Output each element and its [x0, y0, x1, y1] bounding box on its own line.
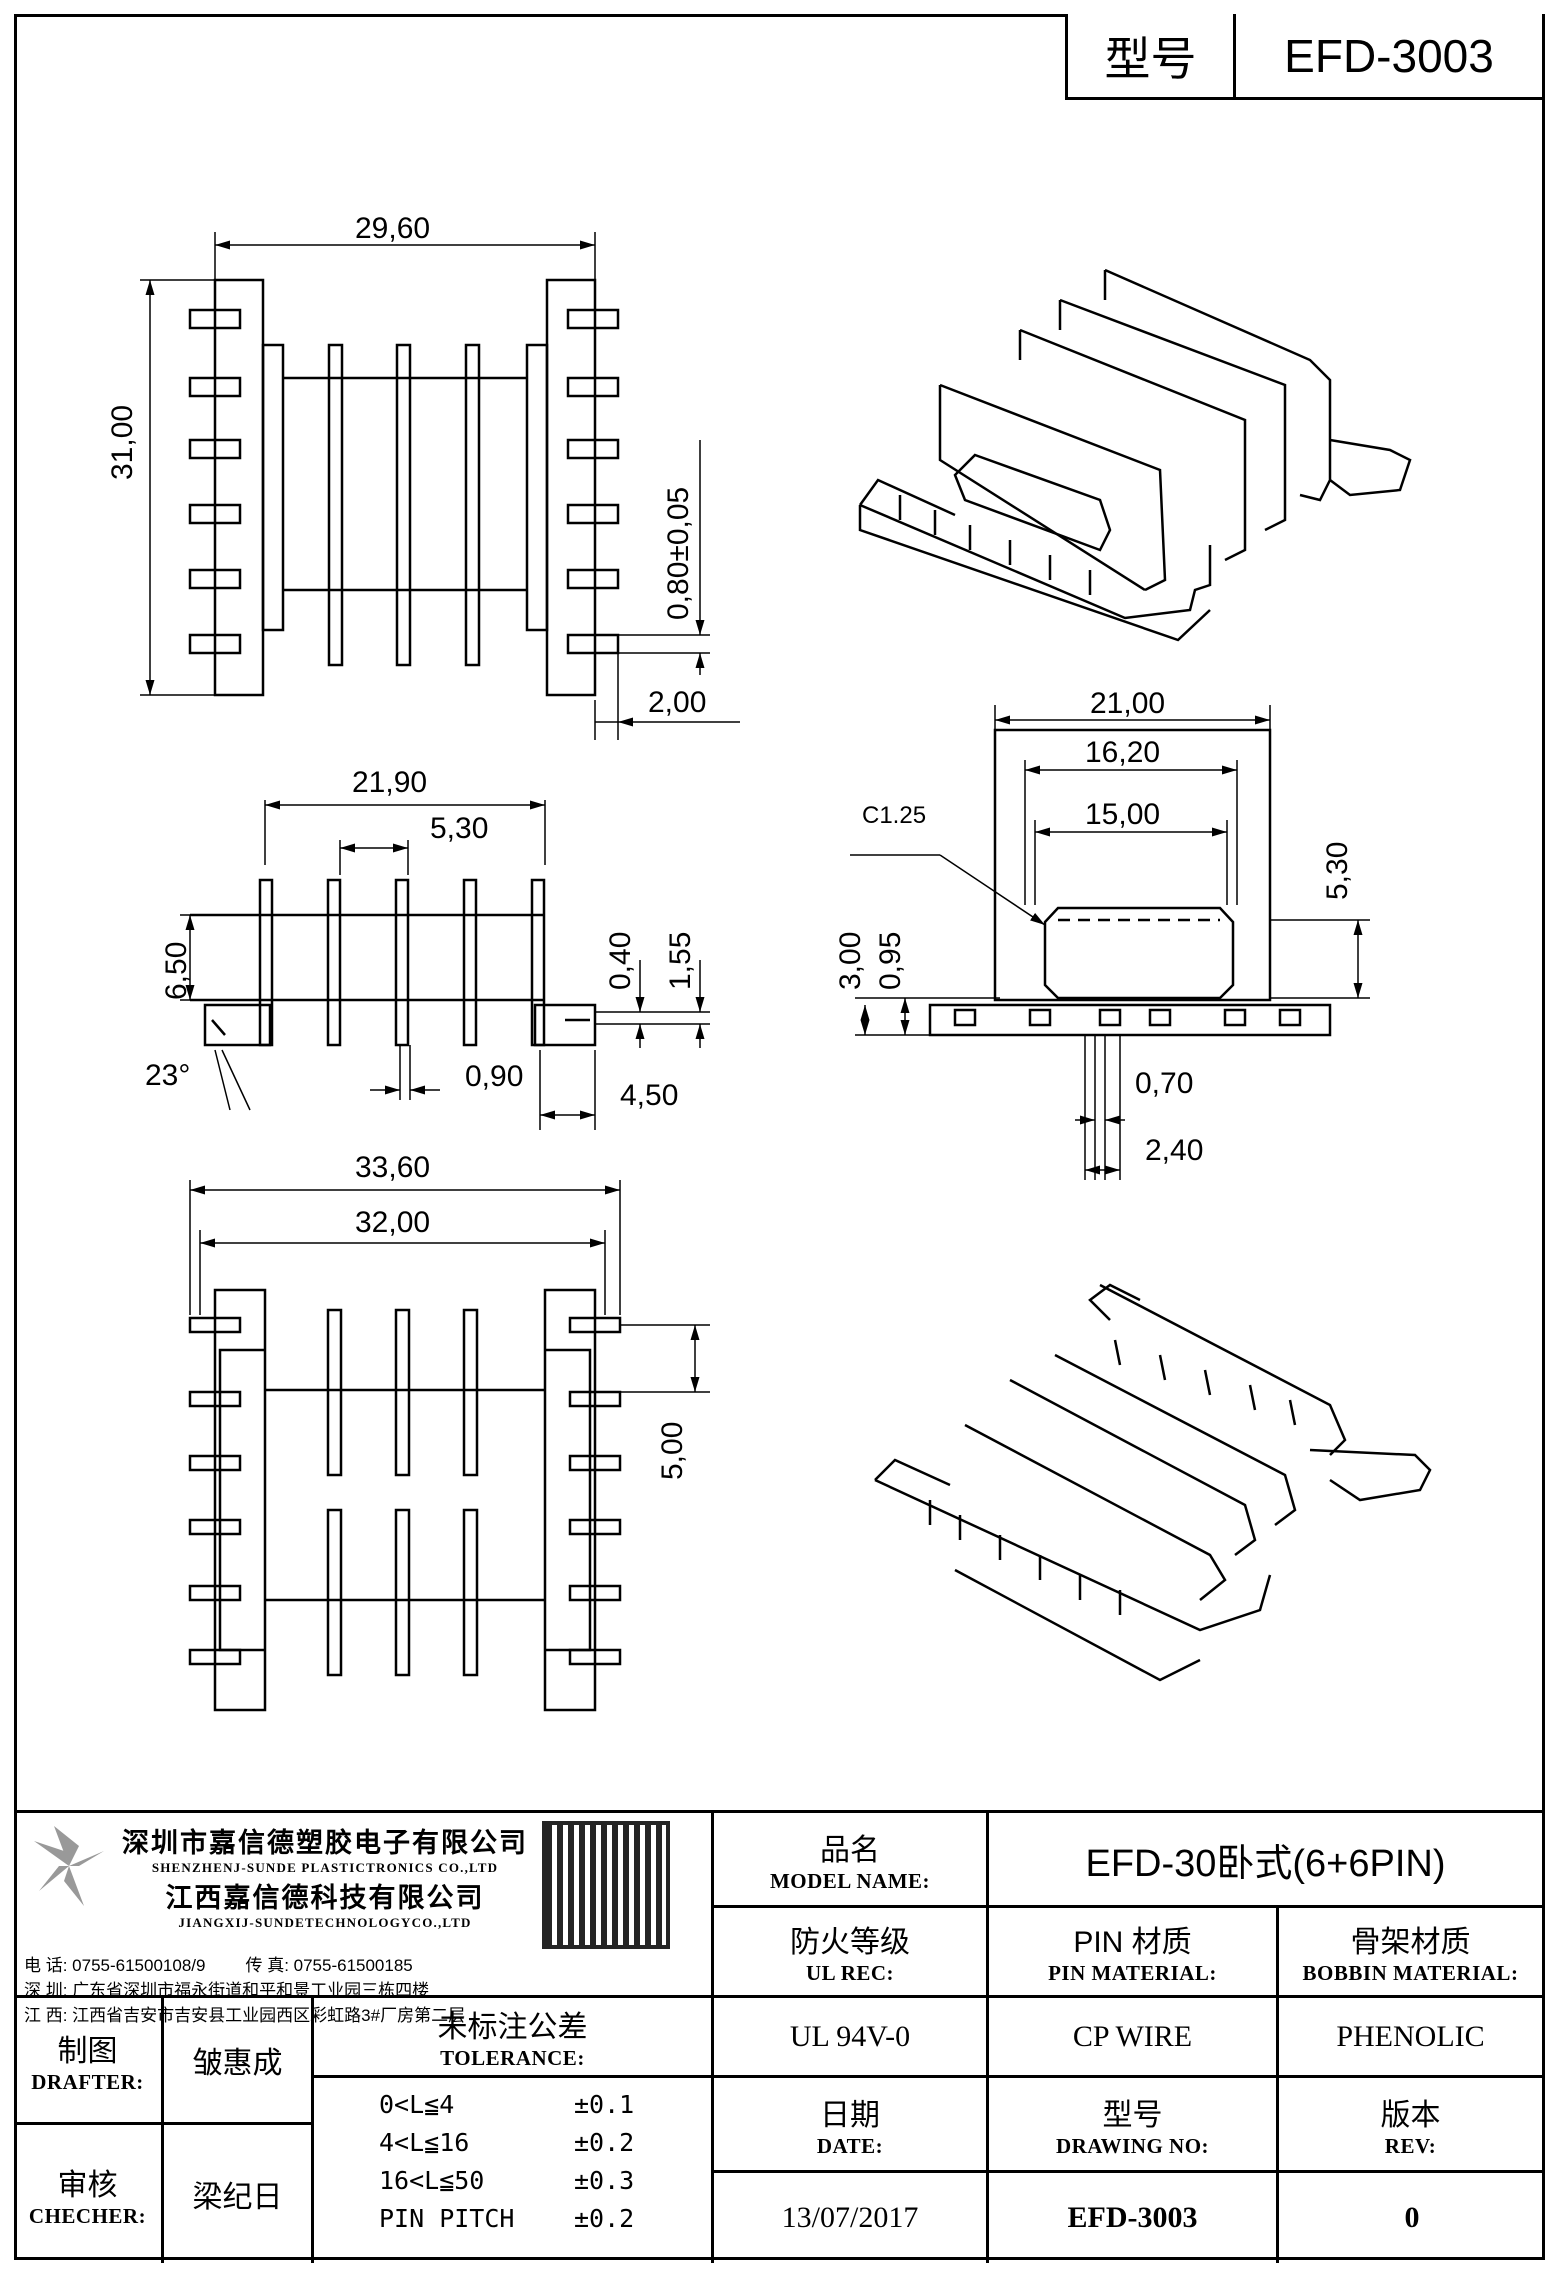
pins-left: [188, 308, 242, 655]
dim-I: 1,55: [664, 932, 697, 990]
ul-label: 防火等级 UL REC:: [714, 1908, 989, 1998]
company-name-sz-en: SHENZHENJ-SUNDE PLASTICTRONICS CO.,LTD: [151, 1860, 499, 1875]
tol-row-1-range: 0<L≦4: [379, 2090, 455, 2119]
model-name-label: 品名 MODEL NAME:: [714, 1813, 989, 1908]
end-view: [850, 705, 1370, 1180]
drawing-no-value: EFD-3003: [989, 2173, 1279, 2263]
pins-right: [566, 308, 620, 655]
ul-value: UL 94V-0: [714, 1998, 989, 2078]
dim-A: 29,60: [355, 212, 430, 245]
top-view: [140, 232, 740, 740]
tol-row-4-range: PIN PITCH: [379, 2204, 515, 2233]
dim-angle: 23°: [145, 1059, 190, 1092]
tol-row-4-value: ±0.2: [574, 2204, 635, 2233]
dim-U: 33,60: [355, 1151, 430, 1184]
bottom-pins: [188, 1316, 622, 1666]
dim-V: 32,00: [355, 1206, 430, 1239]
side-view: [180, 800, 710, 1130]
dim-J: 0,90: [465, 1060, 523, 1093]
tol-row-2-value: ±0.2: [574, 2128, 635, 2157]
qr-code-image: [542, 1821, 670, 1949]
drafter-label: 制图 DRAFTER:: [14, 1998, 164, 2125]
dim-T: 2,40: [1145, 1134, 1203, 1167]
company-addr-sz: 深 圳: 广东省深圳市福永街道和平和景工业园三栋四楼: [24, 1981, 430, 2000]
drawing-no-label: 型号 DRAWING NO:: [989, 2078, 1279, 2173]
pin-material-value: CP WIRE: [989, 1998, 1279, 2078]
rev-label: 版本 REV:: [1279, 2078, 1545, 2173]
isometric-view-bottom: [874, 1283, 1432, 1682]
checker-value: 梁纪日: [164, 2125, 314, 2263]
dim-N: 21,00: [1090, 687, 1165, 720]
isometric-view-top: [858, 268, 1412, 642]
tolerance-table: 0<L≦4 ±0.1 4<L≦16 ±0.2 16<L≦50 ±0.3 PIN …: [314, 2078, 714, 2263]
tol-row-3-range: 16<L≦50: [379, 2166, 485, 2195]
company-name-jx: 江西嘉信德科技有限公司: [165, 1883, 485, 1913]
dim-F: 5,30: [430, 812, 488, 845]
pin-material-label: PIN 材质 PIN MATERIAL:: [989, 1908, 1279, 1998]
tol-row-1-value: ±0.1: [574, 2090, 635, 2119]
title-block: 深圳市嘉信德塑胶电子有限公司 SHENZHENJ-SUNDE PLASTICTR…: [14, 1810, 1545, 2263]
dim-K: 4,50: [620, 1079, 678, 1112]
drafter-value: 皱惠成: [164, 1998, 314, 2125]
rev-value: 0: [1404, 2201, 1420, 2234]
company-tel: 电 话: 0755-61500108/9: [24, 1956, 206, 1975]
model-header-value: EFD-3003: [1284, 29, 1494, 82]
date-label: 日期 DATE:: [714, 2078, 989, 2173]
dim-L: 3,00: [834, 932, 867, 990]
model-header-label: 型号: [1068, 14, 1236, 97]
dim-R: 5,30: [1321, 842, 1354, 900]
model-name-value: EFD-30卧式(6+6PIN): [989, 1813, 1545, 1908]
checker-label: 审核 CHECHER:: [14, 2125, 164, 2263]
bobbin-material-label: 骨架材质 BOBBIN MATERIAL:: [1279, 1908, 1545, 1998]
company-name-jx-en: JIANGXIJ-SUNDETECHNOLOGYCO.,LTD: [178, 1915, 472, 1930]
dim-chamfer: C1.25: [862, 802, 926, 829]
dim-G: 6,50: [160, 942, 193, 1000]
model-header: 型号 EFD-3003: [1065, 14, 1545, 100]
tol-row-3-value: ±0.3: [574, 2166, 635, 2195]
dim-E: 21,90: [352, 766, 427, 799]
drawing-frame: [14, 14, 1545, 2260]
bottom-view: [188, 1180, 710, 1712]
company-name-sz: 深圳市嘉信德塑胶电子有限公司: [122, 1828, 528, 1858]
dim-Q: 15,00: [1085, 798, 1160, 831]
company-addr-jx: 江 西: 江西省吉安市吉安县工业园西区彩虹路3#厂房第二层: [24, 2006, 466, 2025]
tolerance-label: 未标注公差 TOLERANCE:: [314, 1998, 714, 2078]
dim-P: 16,20: [1085, 736, 1160, 769]
dim-H: 0,40: [604, 932, 637, 990]
company-info: 深圳市嘉信德塑胶电子有限公司 SHENZHENJ-SUNDE PLASTICTR…: [14, 1813, 714, 2025]
technical-drawing: 29,60 31,00 0,80±0,05 2,00 21,90 5,30 6,…: [106, 212, 1432, 1712]
company-fax: 传 真: 0755-61500185: [245, 1956, 413, 1975]
dim-B: 31,00: [106, 405, 139, 480]
bobbin-material-value: PHENOLIC: [1279, 1998, 1545, 2078]
company-logo: [24, 1821, 114, 1911]
dim-S: 0,70: [1135, 1067, 1193, 1100]
dim-M: 0,95: [874, 932, 907, 990]
dim-X: 5,00: [656, 1422, 689, 1480]
date-value: 13/07/2017: [714, 2173, 989, 2263]
tol-row-2-range: 4<L≦16: [379, 2128, 470, 2157]
dim-C: 0,80±0,05: [662, 487, 695, 620]
dim-D: 2,00: [648, 686, 706, 719]
